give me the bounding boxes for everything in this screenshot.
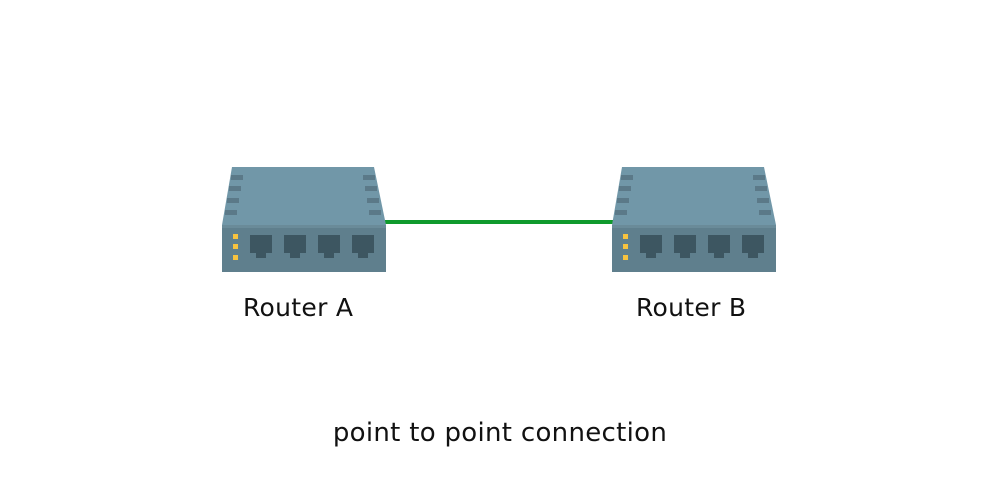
- diagram-caption: point to point connection: [332, 418, 668, 448]
- router-a-device[interactable]: [222, 167, 388, 272]
- network-switch-icon: [612, 167, 776, 272]
- router-b-label: Router B: [636, 293, 747, 322]
- connection-line: [384, 220, 616, 224]
- router-b-device[interactable]: [612, 167, 778, 272]
- network-switch-icon: [222, 167, 386, 272]
- router-a-label: Router A: [243, 293, 354, 322]
